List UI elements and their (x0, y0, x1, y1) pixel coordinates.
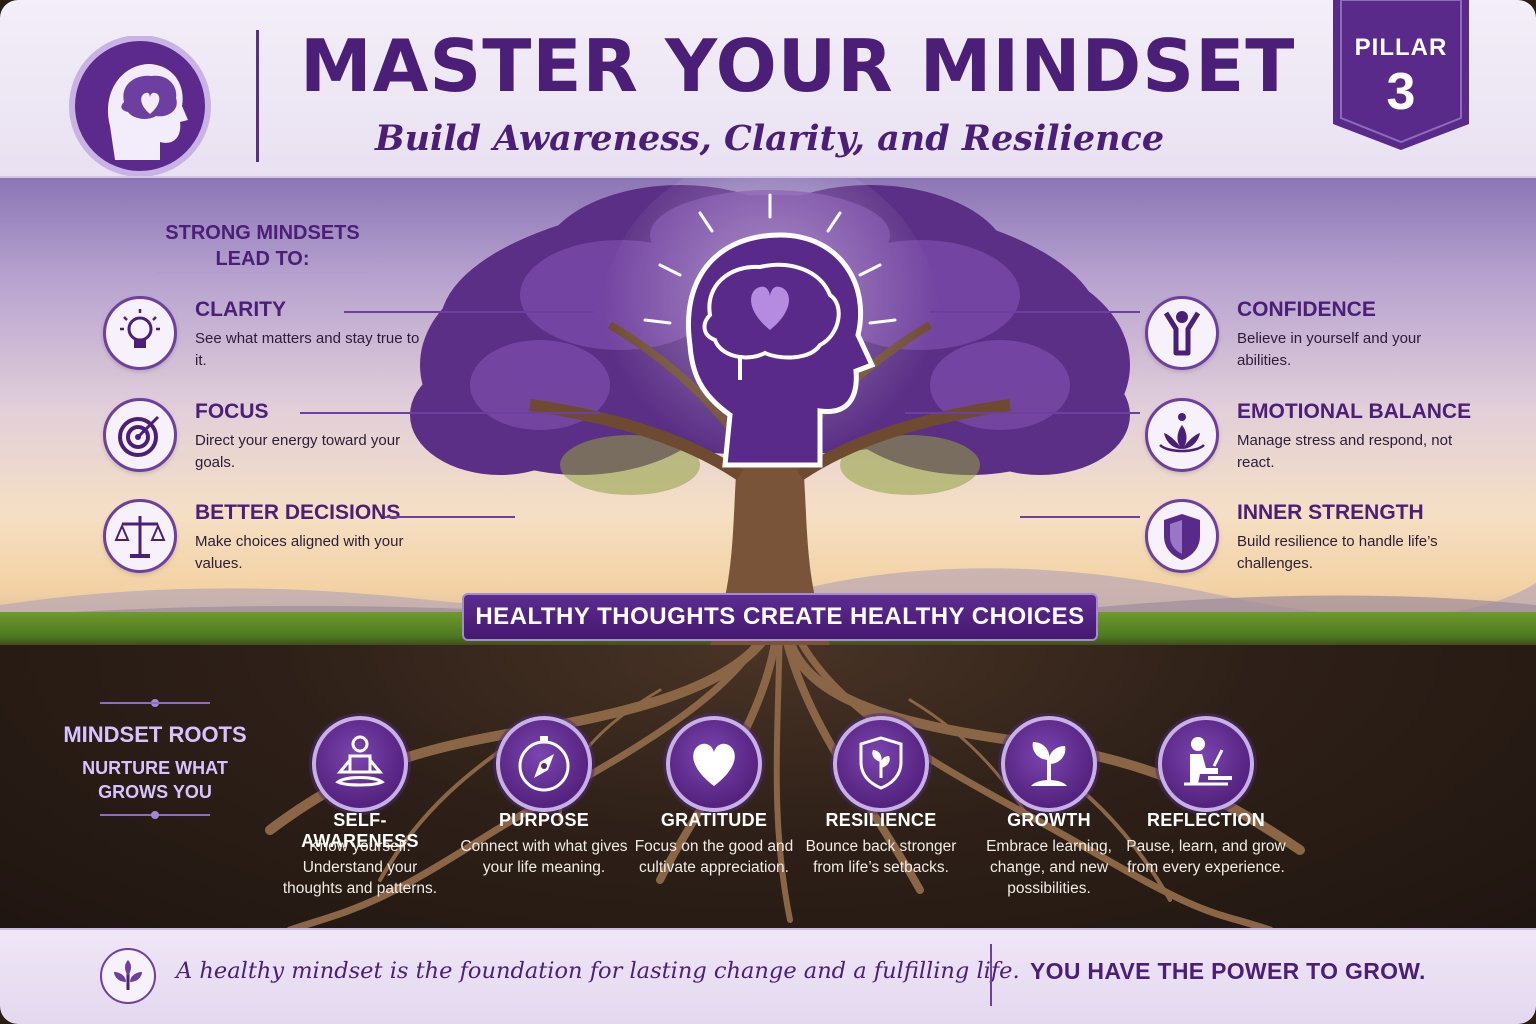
connector-line (344, 311, 594, 313)
page-title: MASTER YOUR MINDSET (300, 24, 1296, 108)
root-desc: Bounce back stronger from life’s setback… (805, 838, 957, 876)
header-divider (256, 30, 259, 162)
pillar-badge (1333, 0, 1469, 150)
benefit-title: FOCUS (195, 400, 269, 423)
footer-divider (990, 944, 992, 1006)
heart-icon (666, 716, 762, 812)
sprout-icon (1001, 716, 1097, 812)
benefit-title: CLARITY (195, 298, 286, 321)
benefit-title: BETTER DECISIONS (195, 501, 401, 524)
meditation-icon (312, 716, 408, 812)
heading-rule (157, 272, 369, 274)
root-title: RESILIENCE (825, 810, 937, 830)
soil-background (0, 645, 1536, 945)
person-arms-up-icon (1145, 296, 1219, 370)
benefit-desc: See what matters and stay true to it. (195, 330, 420, 369)
roots-heading: MINDSET ROOTS (63, 722, 247, 747)
root-title: PURPOSE (498, 810, 590, 830)
footer-tagline: YOU HAVE THE POWER TO GROW. (1030, 958, 1426, 984)
lotus-icon (1145, 398, 1219, 472)
person-writing-icon (1158, 716, 1254, 812)
shield-leaf-icon (833, 716, 929, 812)
roots-dot-bottom (151, 811, 159, 819)
benefit-title: CONFIDENCE (1237, 298, 1376, 321)
benefits-heading: STRONG MINDSETS LEAD TO: (130, 220, 395, 272)
root-title: GRATITUDE (660, 810, 768, 830)
footer (0, 928, 1536, 1024)
page-subtitle: Build Awareness, Clarity, and Resilience (375, 118, 1165, 159)
compass-icon (496, 716, 592, 812)
root-desc: Focus on the good and cultivate apprecia… (634, 838, 794, 876)
root-desc: Know yourself. Understand your thoughts … (282, 838, 438, 897)
root-title: GROWTH (1007, 810, 1091, 830)
roots-subheading-line1: NURTURE WHAT (82, 758, 228, 778)
mindset-tree (410, 175, 1130, 645)
connector-line (1020, 516, 1140, 518)
roots-rule-top (100, 702, 210, 704)
scales-icon (103, 499, 177, 573)
benefits-heading-line2: LEAD TO: (215, 248, 310, 270)
roots-subheading: NURTURE WHAT GROWS YOU (60, 756, 250, 804)
benefits-heading-line1: STRONG MINDSETS (165, 222, 360, 244)
healthy-thoughts-banner: HEALTHY THOUGHTS CREATE HEALTHY CHOICES (462, 593, 1098, 641)
benefit-desc: Make choices aligned with your values. (195, 533, 404, 572)
lightbulb-icon (103, 296, 177, 370)
benefit-title: EMOTIONAL BALANCE (1237, 400, 1472, 423)
pillar-label: PILLAR (1354, 34, 1448, 61)
roots-subheading-line2: GROWS YOU (98, 782, 212, 802)
benefit-desc: Build resilience to handle life’s challe… (1237, 533, 1438, 572)
brain-heart-logo-icon (69, 36, 211, 176)
footer-quote: A healthy mindset is the foundation for … (176, 958, 1020, 984)
connector-line (385, 516, 515, 518)
connector-line (905, 412, 1140, 414)
benefit-desc: Manage stress and respond, not react. (1237, 432, 1453, 471)
connector-line (930, 311, 1140, 313)
target-icon (103, 398, 177, 472)
benefit-title: INNER STRENGTH (1237, 501, 1424, 524)
connector-line (300, 412, 600, 414)
root-desc: Pause, learn, and grow from every experi… (1126, 838, 1286, 876)
shield-icon (1145, 499, 1219, 573)
benefit-desc: Direct your energy toward your goals. (195, 432, 401, 471)
leaves-icon (100, 948, 156, 1004)
root-title: REFLECTION (1147, 810, 1265, 830)
pillar-number: 3 (1386, 63, 1416, 121)
root-title: SELF-AWARENESS (301, 810, 419, 851)
root-desc: Embrace learning, change, and new possib… (986, 838, 1112, 897)
root-desc: Connect with what gives your life meanin… (460, 838, 628, 876)
benefit-desc: Believe in yourself and your abilities. (1237, 330, 1422, 369)
